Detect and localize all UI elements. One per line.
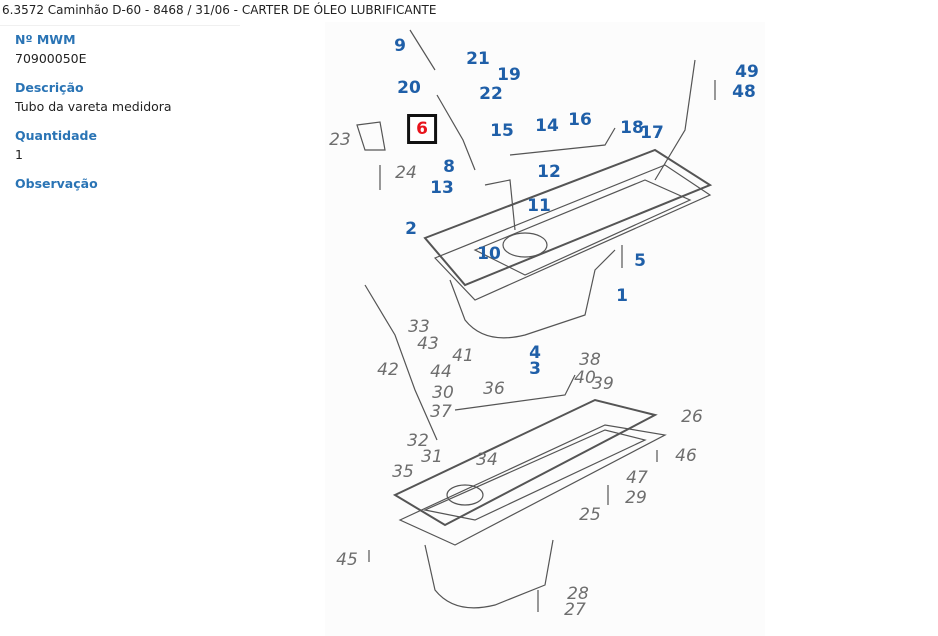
part-label-38: 38: [579, 350, 601, 370]
part-label-1[interactable]: 1: [616, 286, 628, 306]
part-label-35: 35: [392, 462, 414, 482]
part-label-10[interactable]: 10: [477, 244, 501, 264]
observation-label: Observação: [15, 176, 98, 191]
part-label-44: 44: [430, 362, 452, 382]
part-label-34: 34: [476, 450, 498, 470]
part-label-24: 24: [395, 163, 417, 183]
quantity-value: 1: [15, 147, 23, 162]
part-label-12[interactable]: 12: [537, 162, 561, 182]
page-title: 6.3572 Caminhão D-60 - 8468 / 31/06 - CA…: [2, 3, 437, 17]
part-label-13[interactable]: 13: [430, 178, 454, 198]
description-label: Descrição: [15, 80, 84, 95]
part-label-3[interactable]: 3: [529, 359, 541, 379]
part-label-4[interactable]: 4: [529, 343, 541, 363]
part-label-32: 32: [407, 431, 429, 451]
divider: [0, 25, 240, 26]
exploded-parts-diagram: [325, 22, 765, 636]
part-label-22[interactable]: 22: [479, 84, 503, 104]
mwm-value: 70900050E: [15, 51, 87, 66]
part-label-42: 42: [377, 360, 399, 380]
part-label-33: 33: [408, 317, 430, 337]
mwm-label: Nº MWM: [15, 32, 76, 47]
part-label-8[interactable]: 8: [443, 157, 455, 177]
part-label-36: 36: [483, 379, 505, 399]
part-label-9[interactable]: 9: [394, 36, 406, 56]
part-label-27: 27: [564, 600, 586, 620]
part-label-19[interactable]: 19: [497, 65, 521, 85]
part-label-20[interactable]: 20: [397, 78, 421, 98]
part-label-16[interactable]: 16: [568, 110, 592, 130]
part-label-23: 23: [329, 130, 351, 150]
part-label-14[interactable]: 14: [535, 116, 559, 136]
quantity-label: Quantidade: [15, 128, 97, 143]
part-label-25: 25: [579, 505, 601, 525]
part-label-37: 37: [430, 402, 452, 422]
part-label-18[interactable]: 18: [620, 118, 644, 138]
part-label-17[interactable]: 17: [640, 123, 664, 143]
oil-pan-drawing: [356, 29, 716, 612]
part-label-11[interactable]: 11: [527, 196, 551, 216]
selected-part-label[interactable]: 6: [407, 114, 437, 144]
part-label-5[interactable]: 5: [634, 251, 646, 271]
part-label-48[interactable]: 48: [732, 82, 756, 102]
part-details: Nº MWM 70900050E Descrição Tubo da varet…: [15, 32, 172, 195]
part-label-39: 39: [592, 374, 614, 394]
part-label-45: 45: [336, 550, 358, 570]
part-label-2[interactable]: 2: [405, 219, 417, 239]
part-label-47: 47: [626, 468, 648, 488]
part-label-26: 26: [681, 407, 703, 427]
part-label-41: 41: [452, 346, 474, 366]
description-value: Tubo da vareta medidora: [15, 99, 172, 114]
part-label-15[interactable]: 15: [490, 121, 514, 141]
part-label-28: 28: [567, 584, 589, 604]
part-label-21[interactable]: 21: [466, 49, 490, 69]
part-label-29: 29: [625, 488, 647, 508]
part-label-30: 30: [432, 383, 454, 403]
part-label-43: 43: [417, 334, 439, 354]
part-label-46: 46: [675, 446, 697, 466]
part-label-40: 40: [574, 368, 596, 388]
part-label-31: 31: [421, 447, 443, 467]
part-label-49[interactable]: 49: [735, 62, 759, 82]
